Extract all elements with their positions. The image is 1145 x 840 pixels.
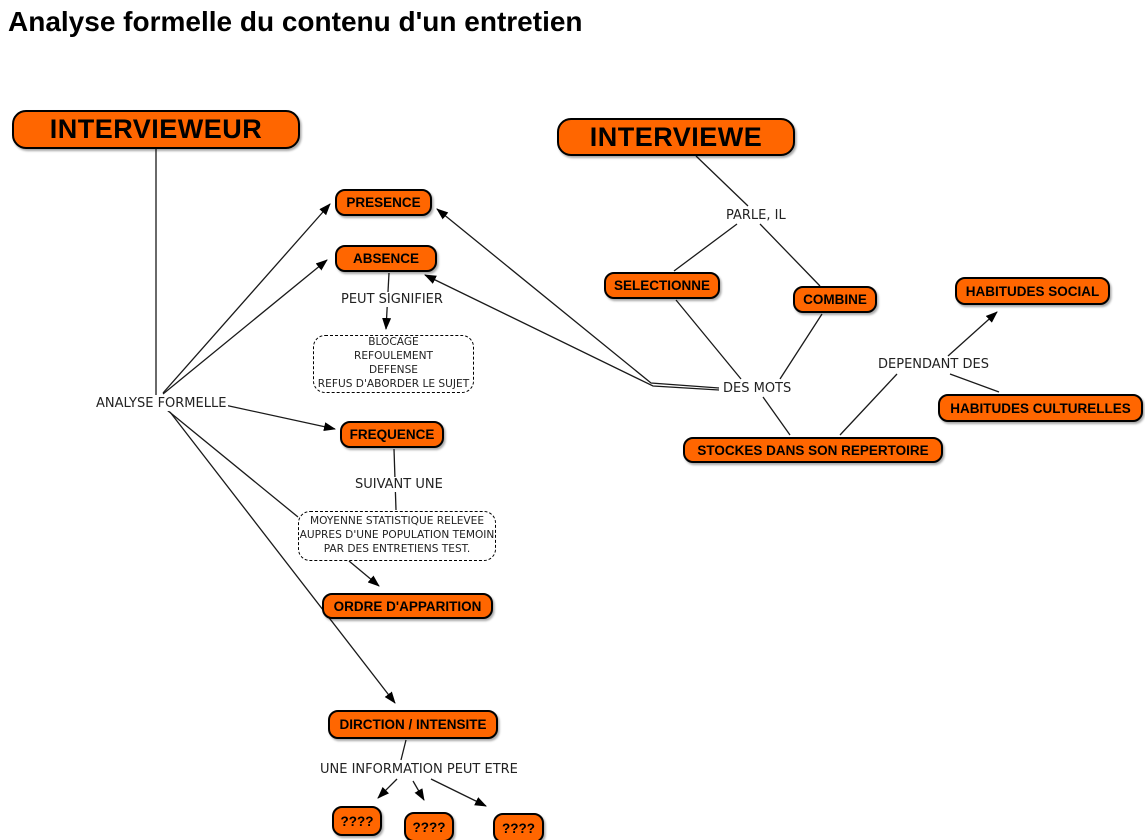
edge-stockes-dependant	[839, 373, 898, 436]
edge-analyse-frequence	[219, 403, 336, 432]
node-combine[interactable]: COMBINE	[793, 286, 877, 313]
edge-analyse-presence	[162, 203, 331, 394]
edge-information-q3	[430, 778, 487, 807]
edge-combine-desmots	[779, 313, 823, 380]
link-label-des-mots[interactable]: DES MOTS	[721, 381, 794, 396]
node-habitudes-culturelles[interactable]: HABITUDES CULTURELLES	[938, 394, 1143, 422]
note-line: PAR DES ENTRETIENS TEST.	[323, 542, 471, 555]
link-label-peut-signifier[interactable]: PEUT SIGNIFIER	[339, 292, 445, 307]
link-label-parle-il[interactable]: PARLE, IL	[724, 208, 788, 223]
edge-moyenne-ordre	[348, 560, 380, 587]
edge-parle-selectionne	[673, 223, 738, 272]
node-absence[interactable]: ABSENCE	[335, 245, 437, 272]
note-line: AUPRES D'UNE POPULATION TEMOIN	[299, 529, 495, 542]
node-habitudes-social[interactable]: HABITUDES SOCIAL	[955, 277, 1110, 305]
edge-interviewee-parle	[695, 155, 749, 207]
note-line: MOYENNE STATISTIQUE RELEVEE	[309, 515, 485, 528]
edge-dependant-social	[947, 311, 998, 357]
node-interviewee[interactable]: INTERVIEWE	[557, 118, 795, 156]
link-label-analyse-formelle[interactable]: ANALYSE FORMELLE	[94, 396, 229, 411]
edge-information-q1	[377, 778, 398, 799]
link-label-suivant-une[interactable]: SUIVANT UNE	[353, 477, 445, 492]
edge-analyse-direction	[169, 411, 396, 704]
note-line: REFUS D'ABORDER LE SUJET	[317, 377, 470, 390]
edge-analyse-moyenne	[166, 409, 299, 518]
node-presence[interactable]: PRESENCE	[335, 189, 432, 216]
link-label-une-information[interactable]: UNE INFORMATION PEUT ETRE	[318, 762, 520, 777]
node-stockes-repertoire[interactable]: STOCKES DANS SON REPERTOIRE	[683, 437, 943, 463]
edge-information-q2	[412, 780, 425, 801]
edge-desmots-absence	[424, 274, 720, 391]
node-unknown-3[interactable]: ????	[493, 813, 544, 840]
node-unknown-1[interactable]: ????	[332, 806, 382, 836]
edge-dependant-culturelles	[949, 373, 1000, 393]
note-signification[interactable]: BLOCAGE REFOULEMENT DEFENSE REFUS D'ABOR…	[313, 335, 474, 393]
node-selectionne[interactable]: SELECTIONNE	[604, 272, 720, 299]
edge-selectionne-desmots	[675, 299, 742, 380]
note-moyenne-statistique[interactable]: MOYENNE STATISTIQUE RELEVEE AUPRES D'UNE…	[298, 511, 496, 561]
edge-analyse-absence	[162, 259, 328, 395]
node-ordre-apparition[interactable]: ORDRE D'APPARITION	[322, 593, 493, 619]
edge-direction-information	[400, 739, 407, 761]
edge-parle-combine	[759, 223, 821, 287]
note-line: BLOCAGE	[368, 336, 419, 349]
node-interviewer[interactable]: INTERVIEWEUR	[12, 110, 300, 149]
node-direction-intensite[interactable]: DIRCTION / INTENSITE	[328, 710, 498, 739]
note-line: DEFENSE	[369, 364, 418, 376]
node-unknown-2[interactable]: ????	[404, 812, 454, 840]
edge-desmots-stockes	[762, 396, 791, 436]
page-title: Analyse formelle du contenu d'un entreti…	[8, 6, 583, 37]
link-label-dependant-des[interactable]: DEPENDANT DES	[876, 357, 991, 372]
node-frequence[interactable]: FREQUENCE	[340, 421, 444, 448]
edge-desmots-presence	[436, 208, 720, 389]
note-line: REFOULEMENT	[353, 350, 434, 363]
